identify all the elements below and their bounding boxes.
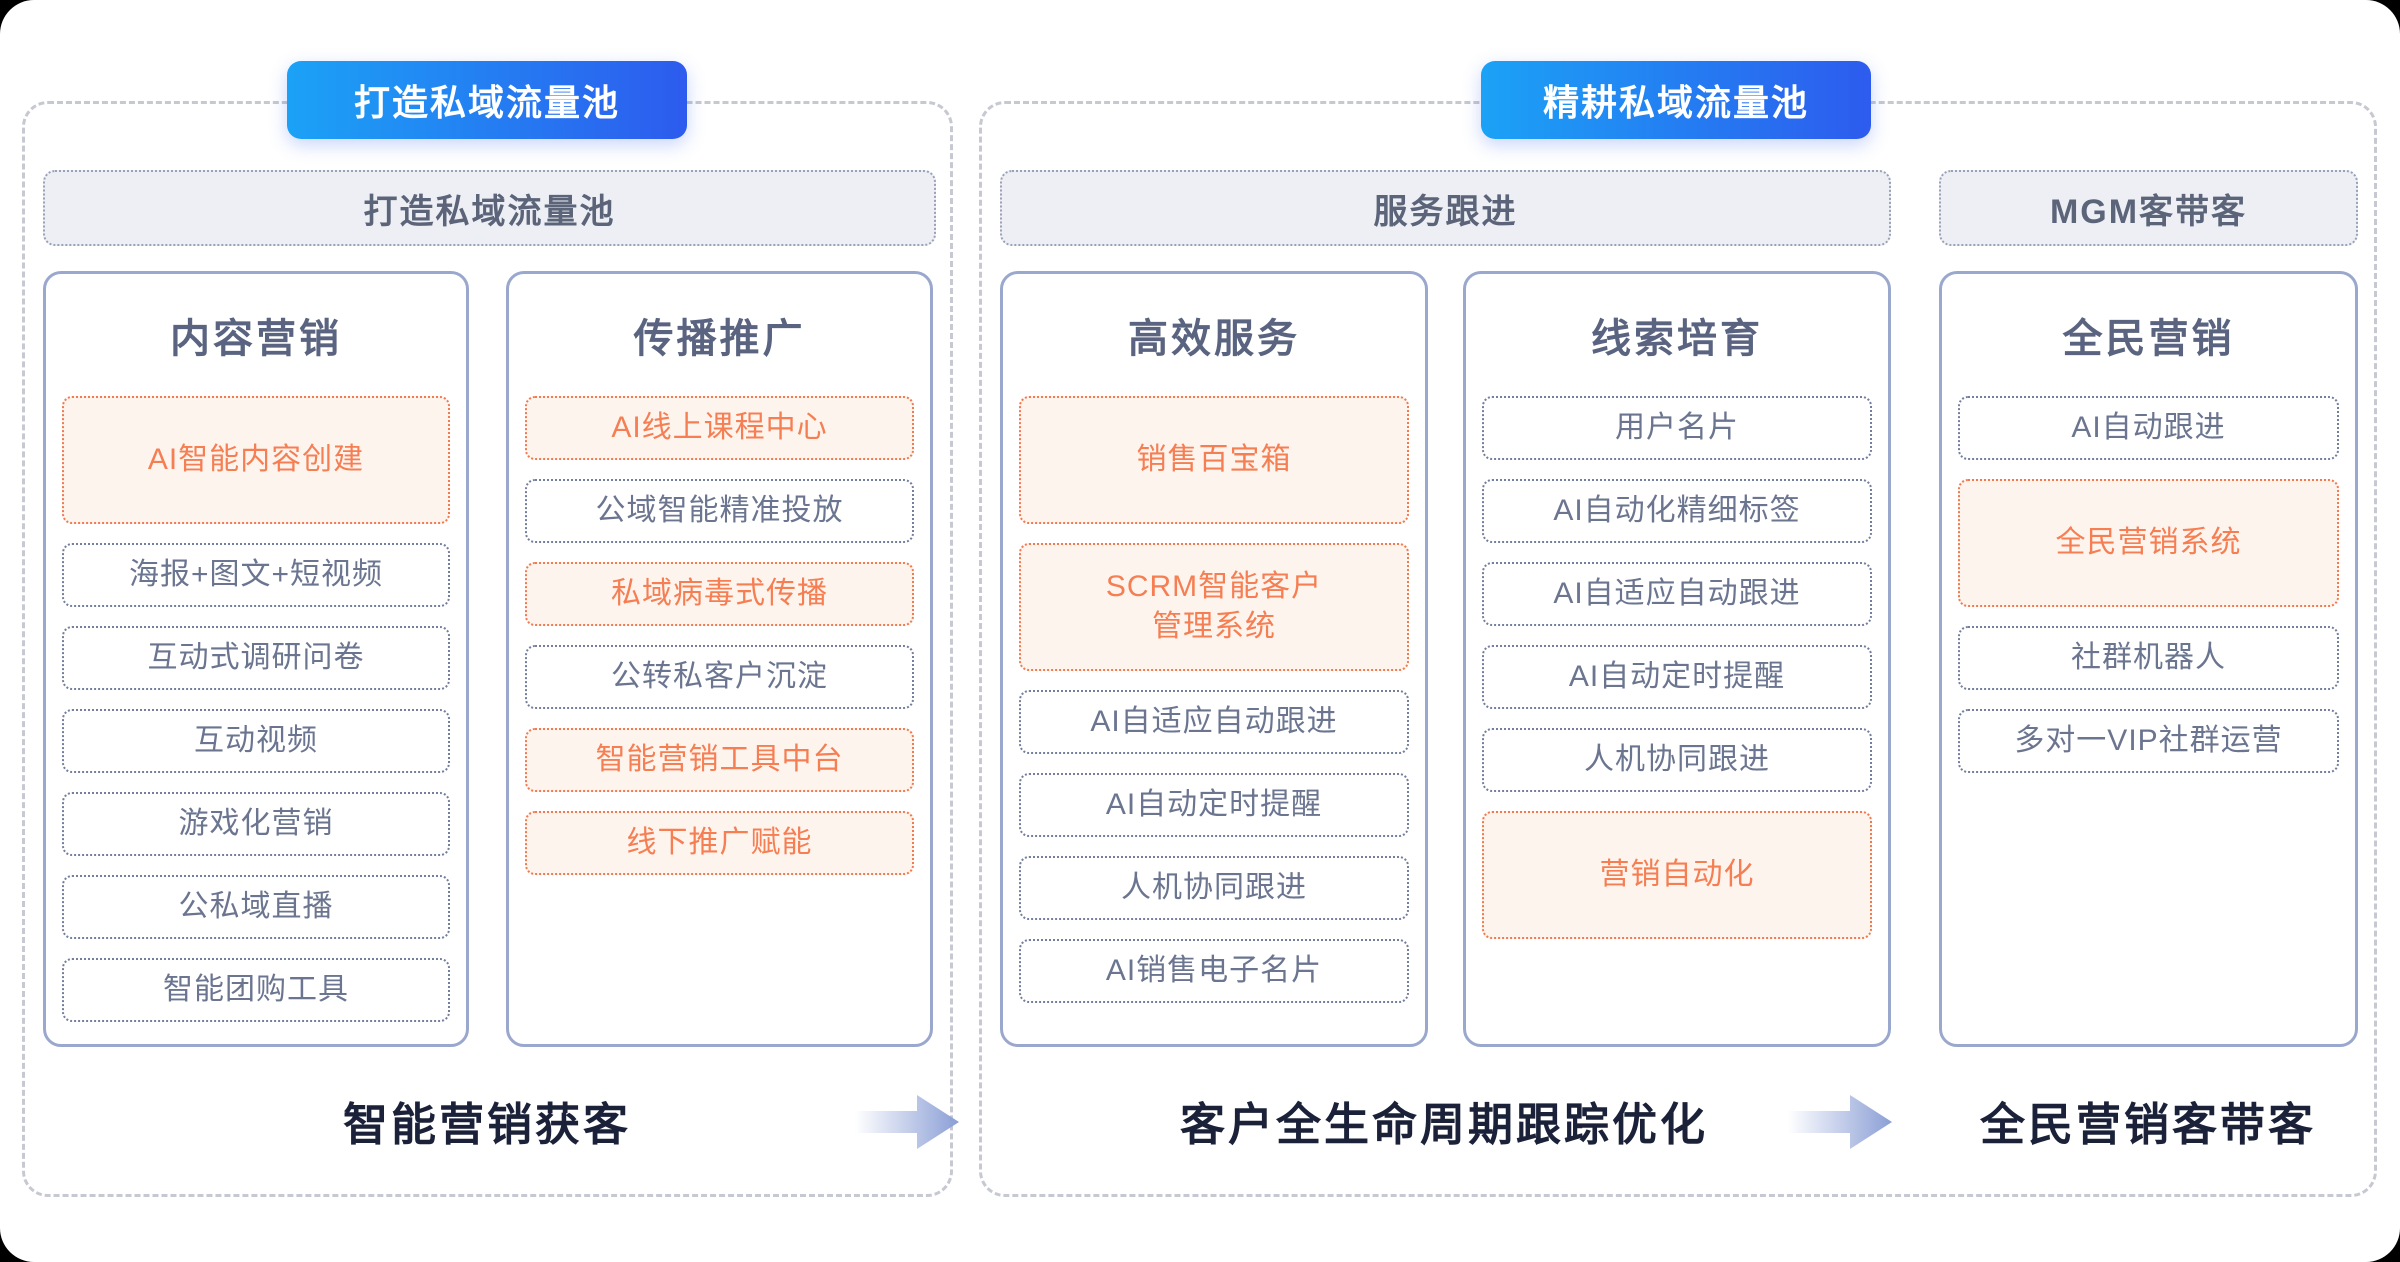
item-list: AI线上课程中心 公域智能精准投放 私域病毒式传播 公转私客户沉淀 智能营销工具… [509, 396, 930, 875]
section-header-mgm: MGM客带客 [1939, 170, 2358, 246]
column-title: 高效服务 [1128, 317, 1300, 361]
panel-cultivate-traffic-pool: 服务跟进 MGM客带客 高效服务 销售百宝箱 SCRM智能客户 管理系统 AI自… [979, 101, 2377, 1197]
section-header-service-followup: 服务跟进 [1000, 170, 1891, 246]
feature-box: AI销售电子名片 [1019, 939, 1409, 1003]
feature-box: 智能团购工具 [62, 958, 450, 1022]
feature-box: 人机协同跟进 [1019, 856, 1409, 920]
column-card-efficient-service: 高效服务 销售百宝箱 SCRM智能客户 管理系统 AI自适应自动跟进 AI自动定… [1000, 271, 1428, 1047]
feature-box: 公转私客户沉淀 [525, 645, 914, 709]
feature-box: 线下推广赋能 [525, 811, 914, 875]
feature-box: 海报+图文+短视频 [62, 543, 450, 607]
column-card-lead-nurturing: 线索培育 用户名片 AI自动化精细标签 AI自适应自动跟进 AI自动定时提醒 人… [1463, 271, 1891, 1047]
feature-box: AI自动跟进 [1958, 396, 2339, 460]
feature-box: 人机协同跟进 [1482, 728, 1872, 792]
feature-box: AI自动化精细标签 [1482, 479, 1872, 543]
feature-box: 游戏化营销 [62, 792, 450, 856]
feature-box: AI自适应自动跟进 [1019, 690, 1409, 754]
panel-build-traffic-pool: 打造私域流量池 内容营销 AI智能内容创建 海报+图文+短视频 互动式调研问卷 … [22, 101, 953, 1197]
feature-box: 全民营销系统 [1958, 479, 2339, 607]
feature-box: 互动式调研问卷 [62, 626, 450, 690]
feature-box: 用户名片 [1482, 396, 1872, 460]
caption-lifecycle-tracking: 客户全生命周期跟踪优化 [1179, 1099, 1709, 1150]
column-title: 全民营销 [2062, 317, 2235, 361]
caption-smart-marketing-acquisition: 智能营销获客 [342, 1099, 632, 1150]
caption-mgm-referral: 全民营销客带客 [1979, 1099, 2317, 1150]
feature-box: AI线上课程中心 [525, 396, 914, 460]
column-title: 传播推广 [633, 317, 806, 361]
item-list: AI智能内容创建 海报+图文+短视频 互动式调研问卷 互动视频 游戏化营销 公私… [46, 396, 466, 1022]
feature-box: 智能营销工具中台 [525, 728, 914, 792]
feature-box: 公私域直播 [62, 875, 450, 939]
feature-box: 社群机器人 [1958, 626, 2339, 690]
flow-arrow-icon [1788, 1095, 1892, 1149]
stage-badge-build-pool: 打造私域流量池 [287, 61, 687, 139]
feature-box: AI自动定时提醒 [1019, 773, 1409, 837]
stage-badge-cultivate-pool: 精耕私域流量池 [1481, 61, 1871, 139]
flow-arrow-icon [855, 1095, 959, 1149]
column-card-national-marketing: 全民营销 AI自动跟进 全民营销系统 社群机器人 多对一VIP社群运营 [1939, 271, 2358, 1047]
section-header-build-pool: 打造私域流量池 [43, 170, 936, 246]
column-title: 内容营销 [170, 317, 342, 361]
column-title: 线索培育 [1591, 317, 1763, 361]
feature-box: 私域病毒式传播 [525, 562, 914, 626]
feature-box: 营销自动化 [1482, 811, 1872, 939]
item-list: 销售百宝箱 SCRM智能客户 管理系统 AI自适应自动跟进 AI自动定时提醒 人… [1003, 396, 1425, 1003]
feature-box: AI自适应自动跟进 [1482, 562, 1872, 626]
feature-box: 销售百宝箱 [1019, 396, 1409, 524]
feature-box: AI自动定时提醒 [1482, 645, 1872, 709]
feature-box: 公域智能精准投放 [525, 479, 914, 543]
item-list: AI自动跟进 全民营销系统 社群机器人 多对一VIP社群运营 [1942, 396, 2355, 773]
item-list: 用户名片 AI自动化精细标签 AI自适应自动跟进 AI自动定时提醒 人机协同跟进… [1466, 396, 1888, 939]
column-card-spread-promotion: 传播推广 AI线上课程中心 公域智能精准投放 私域病毒式传播 公转私客户沉淀 智… [506, 271, 933, 1047]
column-card-content-marketing: 内容营销 AI智能内容创建 海报+图文+短视频 互动式调研问卷 互动视频 游戏化… [43, 271, 469, 1047]
feature-box: 多对一VIP社群运营 [1958, 709, 2339, 773]
feature-box: AI智能内容创建 [62, 396, 450, 524]
feature-box: 互动视频 [62, 709, 450, 773]
feature-box: SCRM智能客户 管理系统 [1019, 543, 1409, 671]
